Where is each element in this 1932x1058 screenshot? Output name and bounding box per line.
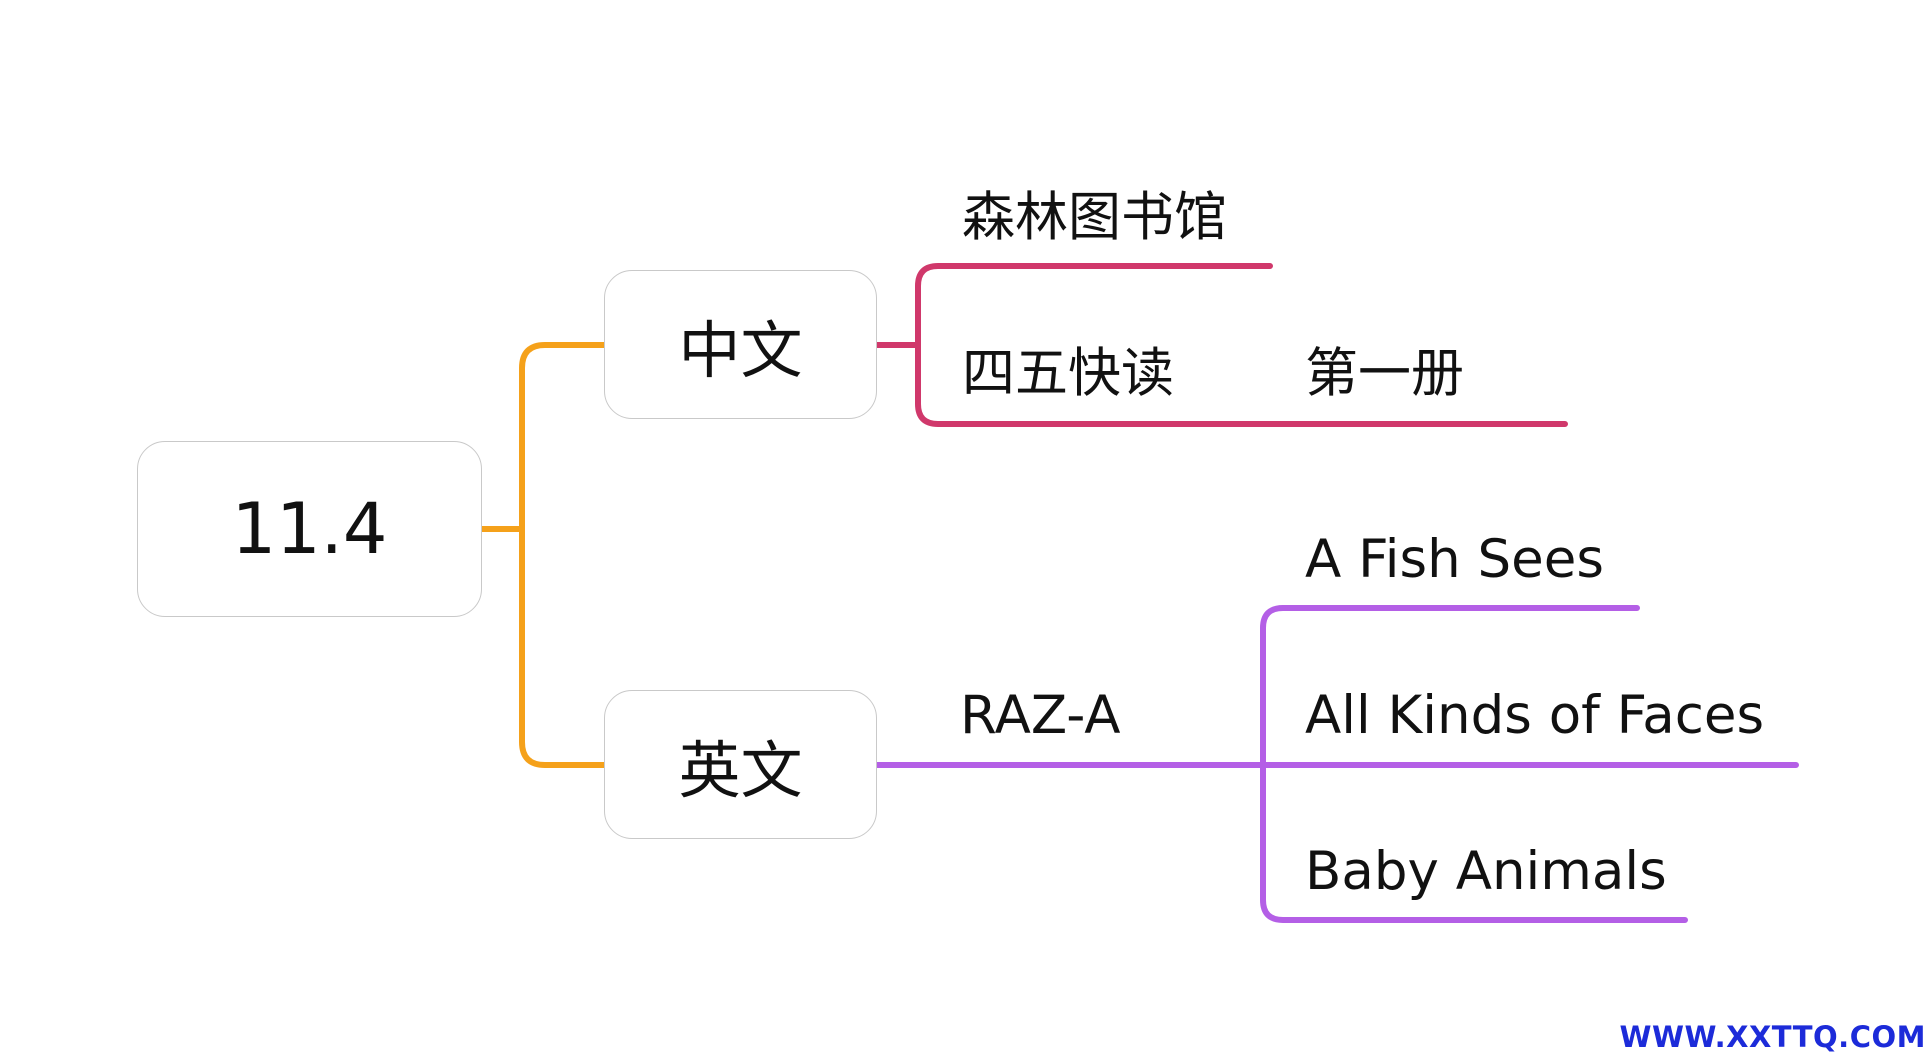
chinese-label: 中文: [678, 313, 803, 387]
watermark: WWW.XXTTQ.COM: [1619, 1020, 1926, 1054]
root-node[interactable]: 11.4: [137, 441, 482, 617]
english-node[interactable]: 英文: [604, 690, 877, 839]
root-branch-line: [479, 342, 607, 768]
leaf-volume-one[interactable]: 第一册: [1305, 343, 1464, 404]
chinese-node[interactable]: 中文: [604, 270, 877, 419]
leaf-book-all-kinds-of-faces[interactable]: All Kinds of Faces: [1305, 685, 1765, 746]
leaf-book-a-fish-sees[interactable]: A Fish Sees: [1305, 529, 1604, 590]
english-label: 英文: [678, 733, 803, 807]
root-label: 11.4: [231, 488, 388, 570]
english-branch-line: [874, 605, 1799, 923]
leaf-fast-reading[interactable]: 四五快读: [962, 343, 1174, 404]
leaf-raz-a[interactable]: RAZ-A: [960, 685, 1121, 746]
leaf-forest-library[interactable]: 森林图书馆: [962, 187, 1227, 248]
chinese-branch-line: [874, 263, 1568, 427]
leaf-book-baby-animals[interactable]: Baby Animals: [1305, 841, 1667, 902]
